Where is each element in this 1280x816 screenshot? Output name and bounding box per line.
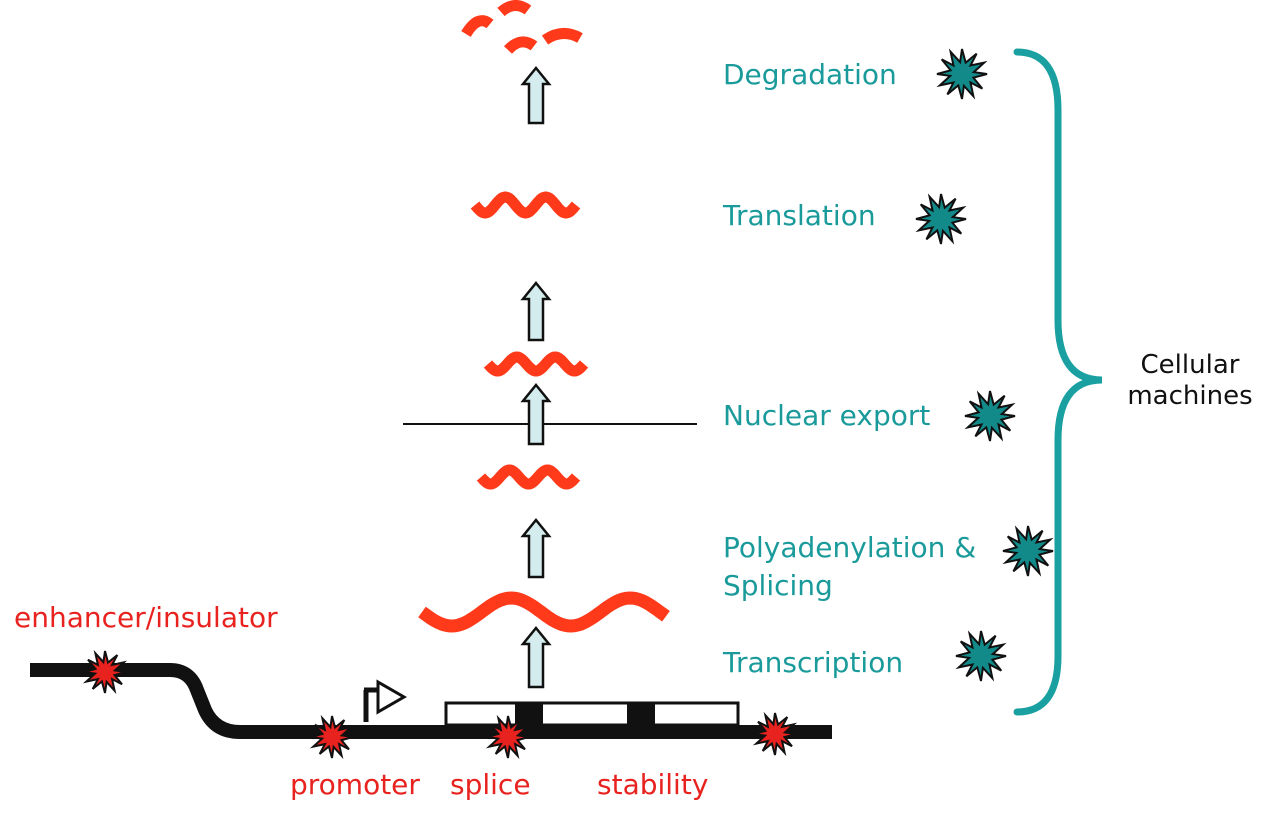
cellular-machines-brace bbox=[1013, 48, 1103, 716]
degraded-mrna-fragment-2 bbox=[497, 0, 532, 17]
starburst-icon bbox=[752, 711, 798, 757]
up-arrow-icon bbox=[520, 383, 552, 446]
splice-site-block bbox=[515, 703, 543, 725]
cellular-machines-line1: Cellular bbox=[1140, 350, 1240, 380]
cellular-machines-line2: machines bbox=[1127, 381, 1253, 412]
starburst-icon bbox=[955, 630, 1007, 682]
starburst-icon bbox=[915, 193, 967, 245]
processed-mrna-nuclear bbox=[476, 464, 581, 490]
element-label-promoter: promoter bbox=[290, 768, 420, 801]
degraded-mrna-fragment-1 bbox=[461, 15, 494, 37]
flow-arrows bbox=[520, 66, 552, 689]
stage-label-nuclear-export: Nuclear export bbox=[723, 399, 931, 432]
starburst-icon bbox=[936, 48, 988, 100]
element-label-enhancer: enhancer/insulator bbox=[14, 601, 278, 634]
degraded-mrna-fragment-4 bbox=[541, 28, 583, 45]
starburst-icon bbox=[964, 390, 1016, 442]
starburst-icon bbox=[309, 714, 355, 760]
starburst-icon bbox=[485, 714, 531, 760]
element-label-stability: stability bbox=[597, 768, 709, 801]
up-arrow-icon bbox=[520, 626, 552, 689]
dna-strand bbox=[30, 663, 832, 739]
stability-site-block bbox=[627, 703, 655, 725]
gene-body bbox=[444, 701, 740, 727]
up-arrow-icon bbox=[520, 518, 552, 579]
degraded-mrna-fragment-3 bbox=[503, 36, 538, 54]
stage-label-polyadenylation: Polyadenylation & bbox=[723, 531, 977, 564]
up-arrow-icon bbox=[520, 281, 552, 342]
rna-molecules bbox=[418, 0, 670, 633]
starburst-icon bbox=[1002, 525, 1054, 577]
stage-label-splicing: Splicing bbox=[723, 569, 833, 602]
starburst-markers bbox=[82, 48, 1054, 760]
stage-label-translation: Translation bbox=[723, 199, 876, 232]
transcription-start-flag-icon bbox=[363, 679, 408, 722]
mrna-translation bbox=[470, 191, 581, 219]
stage-label-degradation: Degradation bbox=[723, 58, 897, 91]
element-label-splice: splice bbox=[450, 768, 531, 801]
pre-mrna-transcript bbox=[418, 591, 670, 633]
up-arrow-icon bbox=[520, 66, 552, 125]
stage-label-transcription: Transcription bbox=[723, 646, 904, 679]
starburst-icon bbox=[82, 649, 128, 695]
cellular-machines-label: Cellular machines bbox=[1090, 350, 1280, 412]
exported-mrna-cytoplasm bbox=[483, 351, 589, 377]
